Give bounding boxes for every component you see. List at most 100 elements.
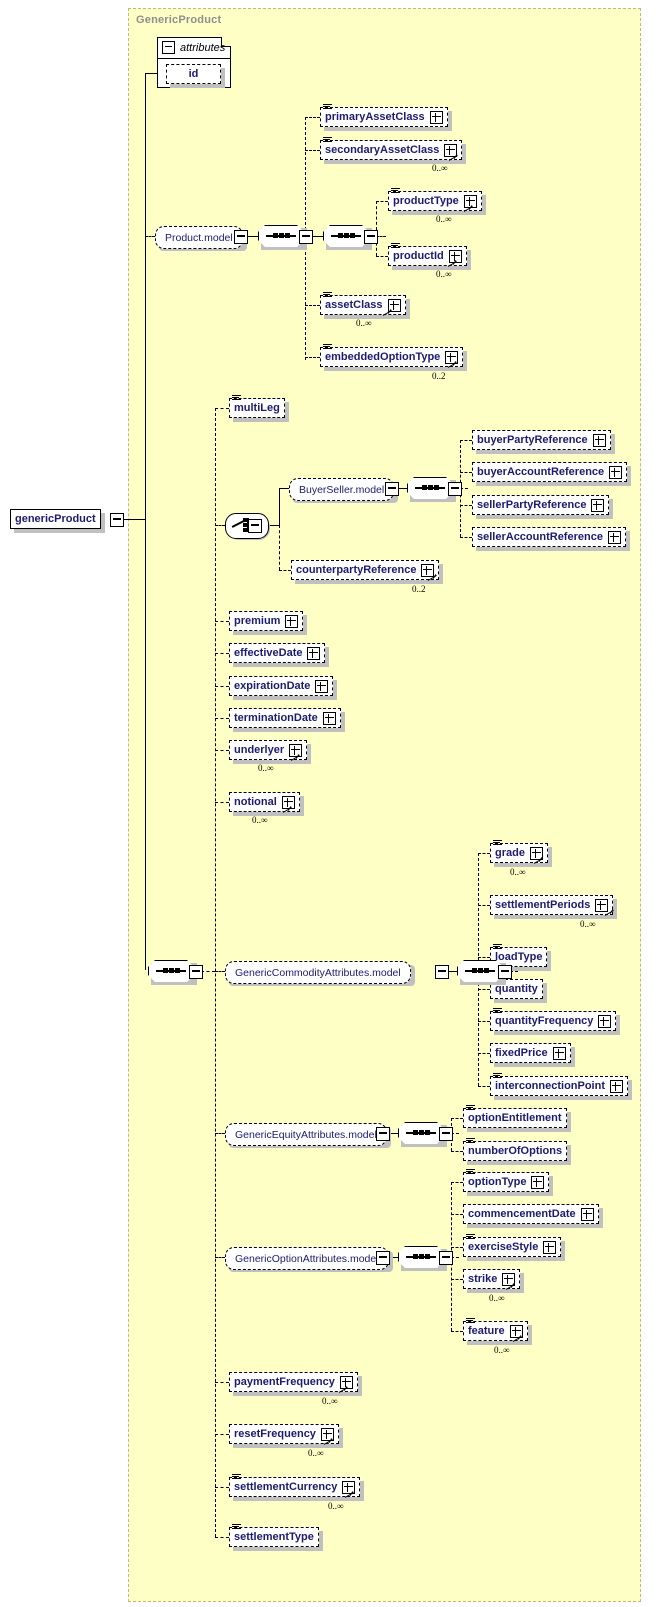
node-box[interactable]: sellerPartyReference [472, 495, 610, 515]
node-box[interactable]: settlementPeriods [490, 895, 614, 915]
node-box[interactable]: id [166, 64, 221, 84]
buyerseller-collapse-toggle[interactable] [385, 482, 399, 496]
element-commencementDate[interactable]: commencementDate [463, 1204, 603, 1228]
node-box[interactable]: interconnectionPoint [490, 1073, 628, 1096]
main-sequence-collapse-toggle[interactable] [189, 965, 203, 979]
element-buyerAccountReference[interactable]: buyerAccountReference [472, 462, 632, 486]
element-terminationDate[interactable]: terminationDate [229, 708, 345, 732]
expand-icon[interactable] [598, 1014, 612, 1028]
attributes-header[interactable]: attributes [162, 41, 225, 54]
node-box[interactable]: multiLeg [229, 395, 285, 418]
expand-icon[interactable] [429, 110, 443, 124]
node-box[interactable]: secondaryAssetClass [320, 137, 463, 160]
sequence-compositor-buyerseller[interactable] [407, 477, 456, 502]
sequence-compositor-equity[interactable] [398, 1122, 447, 1147]
root-collapse-toggle[interactable] [110, 513, 124, 527]
buyerseller-sequence-collapse-toggle[interactable] [448, 482, 462, 496]
node-box[interactable]: buyerPartyReference [472, 430, 611, 450]
node-box[interactable]: embeddedOptionType [320, 344, 464, 367]
node-box[interactable]: loadType [490, 944, 548, 967]
node-box[interactable]: feature [463, 1318, 528, 1341]
node-box[interactable]: GenericCommodityAttributes.model [225, 961, 411, 984]
node-box[interactable]: settlementCurrency [229, 1474, 361, 1497]
node-box[interactable]: genericProduct [10, 509, 101, 529]
element-quantityFrequency[interactable]: quantityFrequency [490, 1008, 621, 1035]
element-counterpartyReference[interactable]: counterpartyReference [291, 560, 444, 584]
element-feature[interactable]: feature [463, 1318, 532, 1345]
node-box[interactable]: numberOfOptions [463, 1138, 568, 1161]
expand-icon[interactable] [580, 1207, 594, 1221]
node-box[interactable]: primaryAssetClass [320, 104, 448, 127]
expand-icon[interactable] [591, 498, 605, 512]
element-numberOfOptions[interactable]: numberOfOptions [463, 1138, 572, 1165]
product-inner-sequence-collapse-toggle[interactable] [364, 230, 378, 244]
expand-icon[interactable] [552, 1046, 566, 1060]
element-sellerPartyReference[interactable]: sellerPartyReference [472, 495, 614, 519]
element-optionType[interactable]: optionType [463, 1169, 554, 1196]
product-sequence-collapse-toggle[interactable] [299, 230, 313, 244]
root-element-genericProduct[interactable]: genericProduct [10, 509, 105, 533]
commodity-sequence-collapse-toggle[interactable] [498, 965, 512, 979]
model-group-product-model[interactable]: Product.model [155, 226, 247, 251]
expand-icon[interactable] [607, 530, 621, 544]
node-box[interactable]: paymentFrequency [229, 1372, 358, 1392]
attributes-collapse-toggle[interactable] [162, 41, 175, 54]
element-buyerPartyReference[interactable]: buyerPartyReference [472, 430, 615, 454]
element-settlementCurrency[interactable]: settlementCurrency [229, 1474, 365, 1501]
expand-icon[interactable] [322, 711, 336, 725]
node-box[interactable]: effectiveDate [229, 643, 326, 663]
element-settlementType[interactable]: settlementType [229, 1524, 323, 1551]
main-sequence-compositor[interactable] [148, 960, 197, 985]
sequence-compositor-product[interactable] [323, 225, 372, 250]
node-box[interactable]: commencementDate [463, 1204, 599, 1224]
element-sellerAccountReference[interactable]: sellerAccountReference [472, 527, 630, 551]
node-box[interactable]: underlyer [229, 740, 308, 760]
node-box[interactable]: terminationDate [229, 708, 341, 728]
element-effectiveDate[interactable]: effectiveDate [229, 643, 330, 667]
element-strike[interactable]: strike [463, 1269, 525, 1293]
node-box[interactable]: Product.model [155, 226, 243, 249]
element-premium[interactable]: premium [229, 611, 308, 635]
option-collapse-toggle[interactable] [376, 1251, 390, 1265]
commodity-collapse-toggle[interactable] [435, 965, 449, 979]
element-multiLeg[interactable]: multiLeg [229, 395, 289, 422]
expand-icon[interactable] [609, 465, 623, 479]
model-group-generic-commodity-attributes-model[interactable]: GenericCommodityAttributes.model [225, 961, 415, 986]
element-paymentFrequency[interactable]: paymentFrequency [229, 1372, 362, 1396]
equity-sequence-collapse-toggle[interactable] [439, 1127, 453, 1141]
element-productType[interactable]: productType [388, 188, 486, 215]
expand-icon[interactable] [610, 1079, 623, 1093]
expand-icon[interactable] [285, 614, 299, 628]
node-box[interactable]: settlementType [229, 1524, 319, 1547]
product-model-collapse-toggle[interactable] [234, 230, 248, 244]
node-box[interactable]: premium [229, 611, 304, 631]
element-expirationDate[interactable]: expirationDate [229, 676, 338, 700]
expand-icon[interactable] [543, 1240, 557, 1254]
sequence-compositor-option[interactable] [398, 1246, 447, 1271]
expand-icon[interactable] [592, 433, 606, 447]
model-group-buyerseller-model[interactable]: BuyerSeller.model [289, 478, 399, 503]
node-box[interactable]: BuyerSeller.model [289, 478, 395, 501]
sequence-compositor-commodity[interactable] [457, 960, 506, 985]
node-box[interactable]: sellerAccountReference [472, 527, 626, 547]
node-box[interactable]: optionEntitlement [463, 1105, 567, 1128]
option-sequence-collapse-toggle[interactable] [439, 1251, 453, 1265]
element-optionEntitlement[interactable]: optionEntitlement [463, 1105, 571, 1132]
node-box[interactable]: productType [388, 188, 482, 211]
node-box[interactable]: counterpartyReference [291, 560, 440, 580]
element-underlyer[interactable]: underlyer [229, 740, 312, 764]
node-box[interactable]: expirationDate [229, 676, 334, 696]
node-box[interactable]: GenericEquityAttributes.model [225, 1123, 387, 1146]
choice-collapse-toggle[interactable] [248, 519, 262, 533]
element-resetFrequency[interactable]: resetFrequency [229, 1424, 343, 1448]
node-box[interactable]: exerciseStyle [463, 1234, 562, 1257]
expand-icon[interactable] [531, 1175, 545, 1189]
node-box[interactable]: optionType [463, 1169, 550, 1192]
element-grade[interactable]: grade [490, 840, 552, 867]
node-box[interactable]: resetFrequency [229, 1424, 339, 1444]
equity-collapse-toggle[interactable] [376, 1127, 390, 1141]
element-productId[interactable]: productId [388, 243, 471, 270]
element-exerciseStyle[interactable]: exerciseStyle [463, 1234, 566, 1261]
model-group-generic-option-attributes-model[interactable]: GenericOptionAttributes.model [225, 1247, 393, 1272]
element-fixedPrice[interactable]: fixedPrice [490, 1043, 575, 1067]
